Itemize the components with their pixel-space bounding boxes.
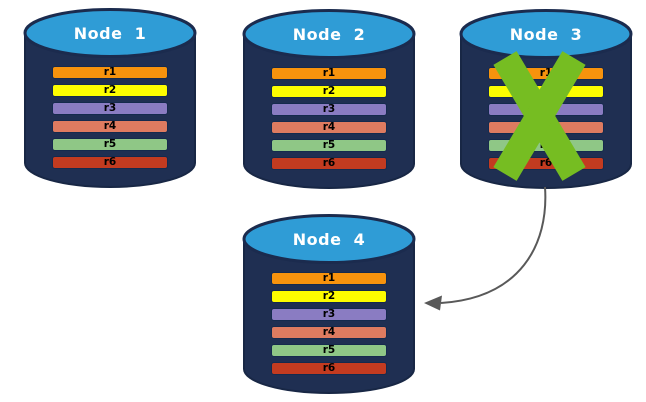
arrowhead-icon bbox=[424, 295, 442, 311]
row-r5: r5 bbox=[52, 138, 168, 151]
row-r5: r5 bbox=[488, 139, 604, 152]
row-r1: r1 bbox=[488, 67, 604, 80]
row-r6: r6 bbox=[52, 156, 168, 169]
row-r4: r4 bbox=[52, 120, 168, 133]
row-r1: r1 bbox=[271, 272, 387, 285]
row-r1: r1 bbox=[52, 66, 168, 79]
arrow-node3-to-node4 bbox=[440, 186, 547, 304]
row-list: r1 r2 r3 r4 r5 r6 bbox=[52, 66, 168, 174]
row-r6: r6 bbox=[271, 157, 387, 170]
row-r2: r2 bbox=[271, 85, 387, 98]
node-3: Node 3 r1 r2 r3 r4 r5 r6 bbox=[459, 9, 633, 189]
row-r4: r4 bbox=[271, 326, 387, 339]
node-label: Node 1 bbox=[73, 23, 147, 43]
row-r4: r4 bbox=[488, 121, 604, 134]
row-r2: r2 bbox=[488, 85, 604, 98]
cylinder-top bbox=[242, 9, 416, 59]
row-r4: r4 bbox=[271, 121, 387, 134]
node-label: Node 2 bbox=[292, 24, 366, 44]
row-r3: r3 bbox=[271, 308, 387, 321]
row-list: r1 r2 r3 r4 r5 r6 bbox=[271, 67, 387, 175]
row-list: r1 r2 r3 r4 r5 r6 bbox=[488, 67, 604, 175]
row-r6: r6 bbox=[488, 157, 604, 170]
node-label: Node 4 bbox=[292, 229, 366, 249]
row-r3: r3 bbox=[271, 103, 387, 116]
row-r3: r3 bbox=[488, 103, 604, 116]
row-r2: r2 bbox=[52, 84, 168, 97]
node-1: Node 1 r1 r2 r3 r4 r5 r6 bbox=[23, 8, 197, 188]
row-r3: r3 bbox=[52, 102, 168, 115]
row-r2: r2 bbox=[271, 290, 387, 303]
row-r1: r1 bbox=[271, 67, 387, 80]
cylinder-top bbox=[242, 214, 416, 264]
row-r5: r5 bbox=[271, 139, 387, 152]
row-r5: r5 bbox=[271, 344, 387, 357]
row-list: r1 r2 r3 r4 r5 r6 bbox=[271, 272, 387, 380]
node-4: Node 4 r1 r2 r3 r4 r5 r6 bbox=[242, 214, 416, 394]
row-r6: r6 bbox=[271, 362, 387, 375]
cylinder-top bbox=[23, 8, 197, 58]
node-label: Node 3 bbox=[509, 24, 583, 44]
node-2: Node 2 r1 r2 r3 r4 r5 r6 bbox=[242, 9, 416, 189]
